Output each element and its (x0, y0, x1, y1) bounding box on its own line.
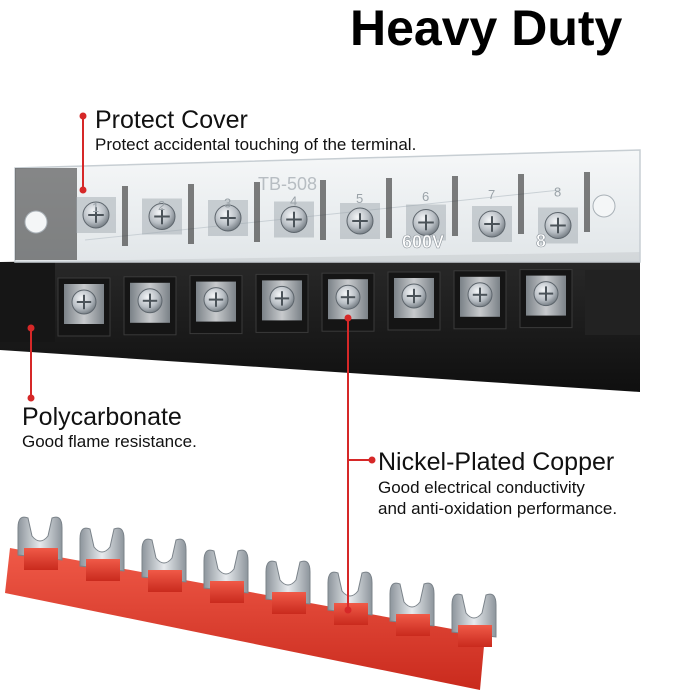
fork-tab (203, 549, 249, 603)
nickel-plated-title: Nickel-Plated Copper (378, 448, 615, 476)
fork-tab (79, 527, 125, 581)
nickel-plated-description-line1: Good electrical conductivity (378, 478, 585, 497)
protect-cover: TB-508 600V 8 1 2 3 4 5 6 7 8 (14, 149, 641, 263)
cover-voltage-text: 600V (402, 232, 444, 252)
protect-cover-description: Protect accidental touching of the termi… (95, 135, 417, 154)
fork-tab (141, 538, 187, 592)
jumper-bar (5, 516, 497, 690)
cover-position-number: 2 (158, 198, 165, 213)
nickel-plated-description-line2: and anti-oxidation performance. (378, 499, 618, 518)
cover-position-number: 4 (290, 193, 297, 208)
fork-tab (17, 516, 63, 570)
cover-position-number: 3 (224, 196, 231, 211)
lower-terminal-screws (57, 269, 573, 337)
fork-tab (265, 560, 311, 614)
cover-position-number: 1 (92, 200, 99, 215)
fork-tab (389, 582, 435, 636)
callout-lines (30, 116, 372, 610)
page-title: Heavy Duty (350, 0, 623, 56)
cover-model-text: TB-508 (258, 174, 317, 194)
cover-position-number: 6 (422, 189, 429, 204)
cover-position-number: 5 (356, 191, 363, 206)
cover-position-number: 8 (554, 185, 561, 200)
callout-dots (27, 112, 376, 614)
cover-position-numbers: 1 2 3 4 5 6 7 8 (92, 185, 561, 215)
cover-current-text: 8 (536, 231, 546, 251)
polycarbonate-description: Good flame resistance. (22, 432, 197, 451)
upper-terminal-screws (76, 172, 590, 246)
fork-tab (451, 593, 497, 647)
cover-position-number: 7 (488, 187, 495, 202)
protect-cover-title: Protect Cover (95, 106, 248, 134)
jumper-fork-tabs (17, 516, 497, 647)
fork-tab (327, 571, 373, 625)
polycarbonate-title: Polycarbonate (22, 403, 182, 431)
